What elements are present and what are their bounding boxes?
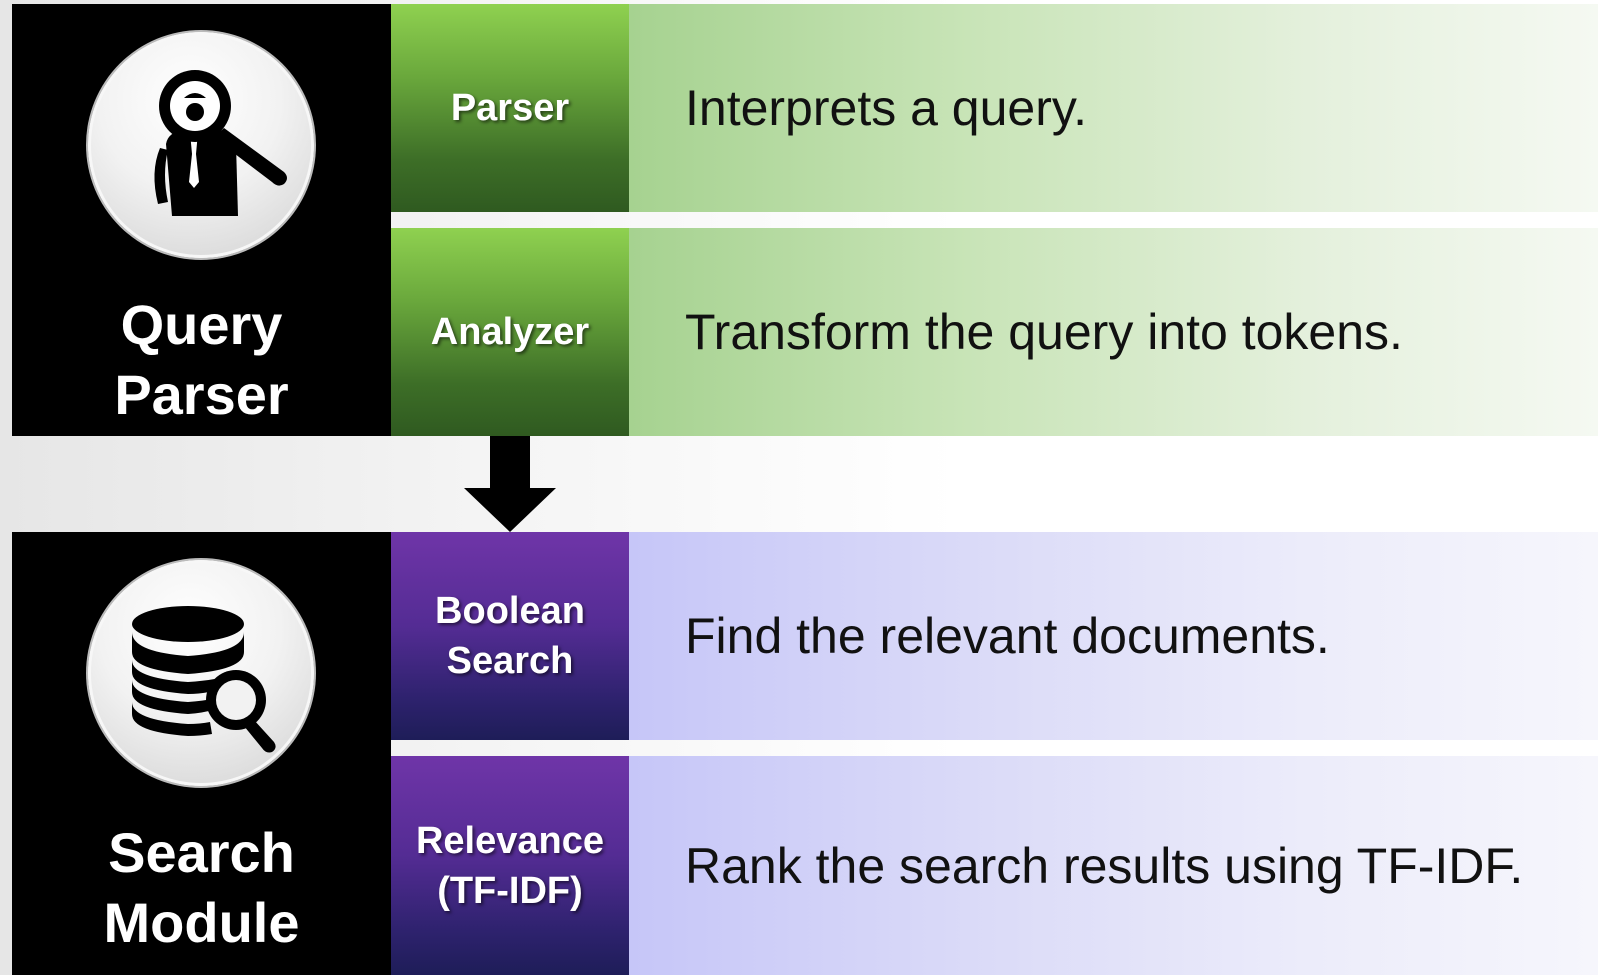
search-module-title-line1: Search (108, 821, 295, 884)
boolean-search-label-box: Boolean Search (391, 532, 629, 740)
parser-label-box: Parser (391, 4, 629, 212)
parser-description-box: Interprets a query. (629, 4, 1598, 212)
search-module-icon-circle (88, 560, 314, 786)
boolean-search-label-line2: Search (446, 640, 574, 682)
boolean-search-row: Boolean Search Find the relevant documen… (391, 532, 1598, 740)
analyzer-row: Analyzer Transform the query into tokens… (391, 228, 1598, 436)
analyzer-description: Transform the query into tokens. (685, 304, 1403, 360)
down-arrow-icon (464, 436, 556, 532)
query-parser-title-line2: Parser (114, 363, 289, 426)
database-search-icon (132, 606, 276, 753)
query-parser-title: Query Parser (12, 290, 391, 430)
boolean-search-description: Find the relevant documents. (685, 608, 1330, 664)
search-module: Search Module (12, 532, 391, 975)
query-parser-section: Query Parser Parser Interprets a query. … (12, 4, 1598, 436)
search-module-section: Search Module Boolean Search Find the re… (12, 532, 1598, 975)
query-parser-icon-circle (88, 32, 314, 258)
analyzer-label-box: Analyzer (391, 228, 629, 436)
relevance-description-box: Rank the search results using TF-IDF. (629, 756, 1598, 975)
relevance-label-line1: Relevance (415, 819, 604, 862)
relevance-row: Relevance (TF-IDF) Rank the search resul… (391, 756, 1598, 975)
parser-row: Parser Interprets a query. (391, 4, 1598, 212)
magnifier-person-icon (154, 70, 287, 216)
relevance-label-box: Relevance (TF-IDF) (391, 756, 629, 975)
search-module-title-line2: Module (103, 891, 300, 954)
analyzer-description-box: Transform the query into tokens. (629, 228, 1598, 436)
parser-description: Interprets a query. (685, 80, 1088, 136)
analyzer-label: Analyzer (430, 311, 590, 353)
query-parser-title-line1: Query (120, 293, 283, 356)
query-parser-module: Query Parser (12, 4, 391, 436)
relevance-label-line2: (TF-IDF) (437, 869, 583, 912)
boolean-search-description-box: Find the relevant documents. (629, 532, 1598, 740)
search-module-title: Search Module (12, 818, 391, 958)
parser-label: Parser (450, 87, 570, 129)
boolean-search-label-line1: Boolean (435, 590, 585, 632)
relevance-description: Rank the search results using TF-IDF. (685, 837, 1524, 894)
